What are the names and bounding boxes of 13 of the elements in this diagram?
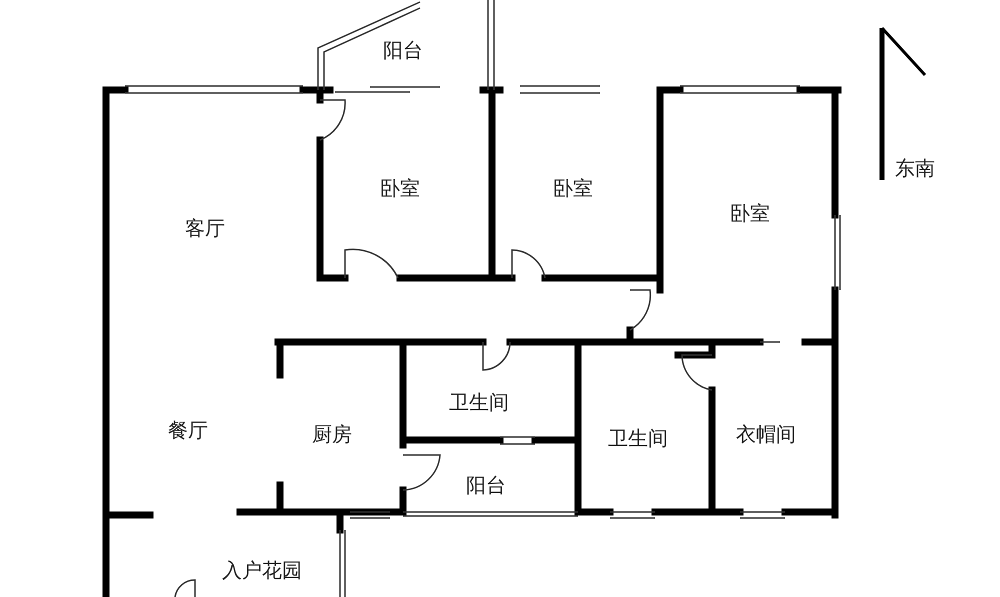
room-label: 卧室 — [730, 203, 770, 223]
room-label: 入户花园 — [222, 560, 302, 580]
room-label: 餐厅 — [168, 420, 208, 440]
room-label: 卧室 — [380, 178, 420, 198]
direction-label: 东南 — [895, 158, 935, 178]
room-label: 衣帽间 — [736, 424, 796, 444]
room-label: 卫生间 — [608, 428, 668, 448]
room-label: 阳台 — [383, 40, 423, 60]
room-label: 卧室 — [553, 178, 593, 198]
room-label: 客厅 — [185, 218, 225, 238]
room-label: 阳台 — [466, 475, 506, 495]
room-label: 卫生间 — [449, 392, 509, 412]
room-label: 厨房 — [312, 424, 352, 444]
